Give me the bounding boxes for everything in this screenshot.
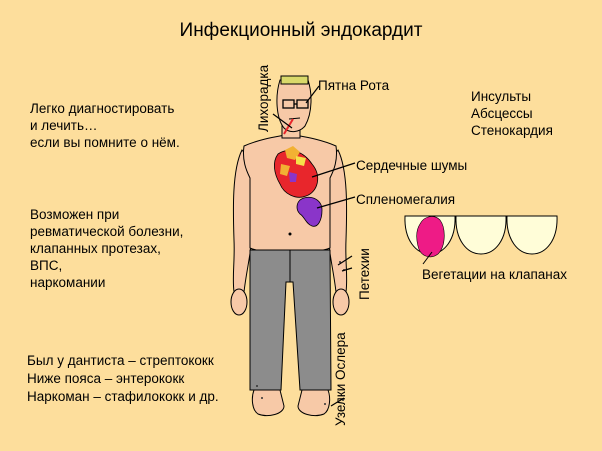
risk-factor-line: клапанных протезах,: [30, 241, 161, 256]
valve-caption: Вегетации на клапанах: [422, 267, 567, 282]
heart-icon: [274, 146, 319, 198]
diagnosis-text: Легко диагностировать и лечить… если вы …: [30, 100, 180, 151]
valve-cusp-3: [506, 215, 558, 255]
osler-nodes-leader: [330, 397, 345, 407]
thermometer-icon: [283, 118, 294, 135]
risk-factors-text: Возможен при ревматической болезни, клап…: [30, 206, 183, 291]
heart-murmurs-label: Сердечные шумы: [356, 158, 468, 173]
left-hand: [230, 288, 248, 316]
roth-spots-leader: [305, 85, 320, 104]
risk-factor-line: ревматической болезни,: [30, 224, 184, 239]
pathogen-line: Был у дантиста – стрептококк: [27, 353, 214, 368]
splenomegaly-leader: [316, 196, 356, 209]
pathogen-line: Наркоман – стафилококк и др.: [27, 389, 219, 404]
diagnosis-line: и лечить…: [30, 118, 98, 133]
roth-spots-label: Пятна Рота: [318, 78, 390, 93]
splenomegaly-label: Спленомегалия: [356, 192, 456, 207]
spleen-icon: [296, 196, 323, 227]
right-hand: [332, 288, 350, 316]
risk-factor-line: Возможен при: [30, 207, 120, 222]
petechiae-leader-2: [341, 267, 353, 272]
complications-list: Инсульты Абсцессы Стенокардия: [471, 88, 553, 139]
leader-lines: [272, 85, 356, 407]
vegetation-icon: [416, 216, 445, 258]
heart-valves-illustration: [404, 215, 558, 265]
hair: [280, 75, 309, 85]
risk-factor-line: наркомании: [30, 275, 106, 290]
page-title: Инфекционный эндокардит: [179, 20, 423, 41]
pathogen-line: Ниже пояса – энтерококк: [27, 371, 185, 386]
left-foot: [251, 389, 285, 417]
valve-caption-leader: [422, 251, 433, 265]
glasses-icon: [282, 99, 309, 109]
valve-cusp-2: [455, 215, 507, 255]
risk-factor-line: ВПС,: [30, 258, 63, 273]
complication-item: Стенокардия: [471, 123, 553, 138]
right-foot: [297, 389, 331, 417]
diagnosis-line: Легко диагностировать: [30, 101, 175, 116]
petechiae-leader-1: [337, 255, 353, 266]
complication-item: Инсульты: [471, 89, 532, 104]
pathogens-text: Был у дантиста – стрептококк Ниже пояса …: [27, 352, 219, 406]
fever-leader: [272, 113, 293, 129]
heart-murmurs-leader: [311, 162, 356, 178]
complication-item: Абсцессы: [471, 106, 533, 121]
diagnosis-line: если вы помните о нём.: [30, 135, 180, 150]
